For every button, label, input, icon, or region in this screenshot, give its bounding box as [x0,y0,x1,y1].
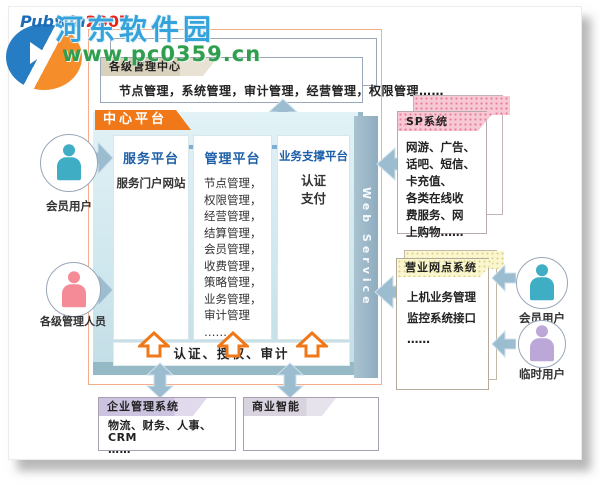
business-support-platform-column: 业务支撑平台 认证 支付 [277,135,350,340]
service-platform-content: 服务门户网站 [116,176,186,190]
enterprise-system-box: 企业管理系统 物流、财务、人事、CRM …… [98,397,236,456]
left-admin-label: 各级管理人员 [40,315,106,328]
member-user-icon [516,257,568,309]
business-support-platform-title: 业务支撑平台 [279,149,348,163]
brand-blue: Pubwin [20,12,86,31]
management-center-content: 节点管理，系统管理，审计管理，经营管理，权限管理…… [119,84,445,98]
orange-up-arrow-icon [217,331,249,358]
site-url-watermark: www.pc0359.cn [62,42,262,66]
sp-system-box: SP系统 网游、广告、 话吧、短信、 卡充值、 各类在线收 费服务、网 上购物…… [397,111,487,239]
arrow-left-icon [489,329,516,359]
management-center-title: 各级管理中心 [101,58,217,76]
double-arrow-up-down-icon [276,362,304,399]
double-arrow-up-down-icon [146,362,174,399]
arrow-left-icon [489,263,516,293]
service-platform-column: 服务平台 服务门户网站 [113,135,189,340]
sp-system-title: SP系统 [398,112,494,131]
brand-watermark: Pubwin2007 [20,12,130,31]
management-center-box: 各级管理中心 节点管理，系统管理，审计管理，经营管理，权限管理…… [100,57,444,103]
business-intelligence-box: 商业智能 [243,397,379,451]
enterprise-system-title: 企业管理系统 [99,398,207,416]
outlet-system-title: 营业网点系统 [397,259,496,277]
management-platform-title: 管理平台 [204,152,261,167]
orange-up-arrow-icon [138,331,170,358]
business-intelligence-title: 商业智能 [244,398,336,416]
business-support-platform-content: 认证 支付 [300,173,326,206]
right-temp-label: 临时用户 [519,367,565,381]
site-name-watermark: 河东软件园 [55,13,216,46]
temp-user-icon [518,320,566,368]
admin-user-icon [46,262,101,317]
outlet-system-box: 营业网点系统 上机业务管理 监控系统接口 …… [396,258,489,390]
site-logo-icon [6,24,82,90]
orange-up-arrow-icon [296,331,328,358]
enterprise-system-content: 物流、财务、人事、CRM …… [108,419,212,456]
outlet-system-content: 上机业务管理 监控系统接口 …… [407,290,476,346]
sp-system-content: 网游、广告、 话吧、短信、 卡充值、 各类在线收 费服务、网 上购物…… [406,140,475,239]
left-member-label: 会员用户 [46,199,92,213]
web-service-bar: Web Service [354,116,378,378]
service-platform-title: 服务平台 [122,152,179,167]
management-platform-column: 管理平台 节点管理， 权限管理， 经营管理， 结算管理， 会员管理， 收费管理，… [193,135,272,340]
management-platform-content: 节点管理， 权限管理， 经营管理， 结算管理， 会员管理， 收费管理， 策略管理… [204,176,262,339]
central-platform-label: 中心平台 [95,110,191,130]
brand-red: 2007 [85,12,131,31]
member-user-icon [40,134,98,192]
outer-frame [88,29,382,385]
